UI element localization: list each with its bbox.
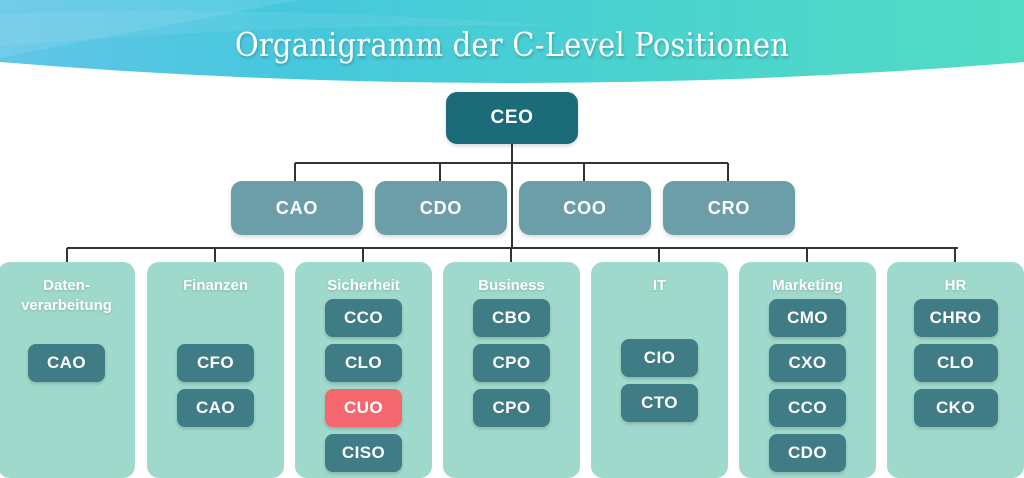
department-role-list: CMO CXO CCO CDO <box>739 299 876 472</box>
role-box[interactable]: CMO <box>769 299 846 337</box>
department-sicherheit[interactable]: Sicherheit CCO CLO CUO CISO <box>295 262 432 478</box>
role-box-highlighted[interactable]: CUO <box>325 389 402 427</box>
department-finanzen[interactable]: Finanzen CFO CAO <box>147 262 284 478</box>
department-role-list: CAO <box>0 344 135 382</box>
department-title: Daten- verarbeitung <box>21 277 112 314</box>
role-box[interactable]: CBO <box>473 299 550 337</box>
department-marketing[interactable]: Marketing CMO CXO CCO CDO <box>739 262 876 478</box>
department-hr[interactable]: HR CHRO CLO CKO <box>887 262 1024 478</box>
role-box[interactable]: CCO <box>769 389 846 427</box>
department-title: IT <box>652 277 667 294</box>
department-role-list: CHRO CLO CKO <box>887 299 1024 427</box>
banner-background-shape <box>0 0 1024 83</box>
role-box[interactable]: CKO <box>913 389 998 427</box>
department-title: Business <box>478 277 545 294</box>
department-datenverarbeitung[interactable]: Daten- verarbeitung CAO <box>0 262 135 478</box>
department-role-list: CFO CAO <box>147 344 284 427</box>
department-role-list: CBO CPO CPO <box>443 299 580 427</box>
department-role-list: CCO CLO CUO CISO <box>295 299 432 472</box>
role-box[interactable]: CHRO <box>913 299 998 337</box>
node-exec-cdo[interactable]: CDO <box>375 181 507 235</box>
department-business[interactable]: Business CBO CPO CPO <box>443 262 580 478</box>
department-title: Marketing <box>772 277 843 294</box>
role-box[interactable]: CXO <box>769 344 846 382</box>
role-box[interactable]: CISO <box>325 434 402 472</box>
role-box[interactable]: CDO <box>769 434 846 472</box>
page-title: Organigramm der C-Level Positionen <box>234 25 790 64</box>
role-box[interactable]: CFO <box>177 344 254 382</box>
role-box[interactable]: CTO <box>621 384 698 422</box>
department-role-list: CIO CTO <box>591 339 728 422</box>
role-box[interactable]: CAO <box>177 389 254 427</box>
department-title: Sicherheit <box>327 277 400 294</box>
role-box[interactable]: CCO <box>325 299 402 337</box>
node-ceo[interactable]: CEO <box>446 92 578 144</box>
node-exec-coo[interactable]: COO <box>519 181 651 235</box>
role-box[interactable]: CIO <box>621 339 698 377</box>
role-box[interactable]: CPO <box>473 389 550 427</box>
department-title: Finanzen <box>182 277 248 294</box>
role-box[interactable]: CLO <box>325 344 402 382</box>
department-it[interactable]: IT CIO CTO <box>591 262 728 478</box>
role-box[interactable]: CLO <box>913 344 998 382</box>
role-box[interactable]: CPO <box>473 344 550 382</box>
header-banner: Organigramm der C-Level Positionen <box>0 0 1024 100</box>
node-exec-cao[interactable]: CAO <box>231 181 363 235</box>
department-title: HR <box>944 277 967 294</box>
role-box[interactable]: CAO <box>28 344 105 382</box>
node-exec-cro[interactable]: CRO <box>663 181 795 235</box>
